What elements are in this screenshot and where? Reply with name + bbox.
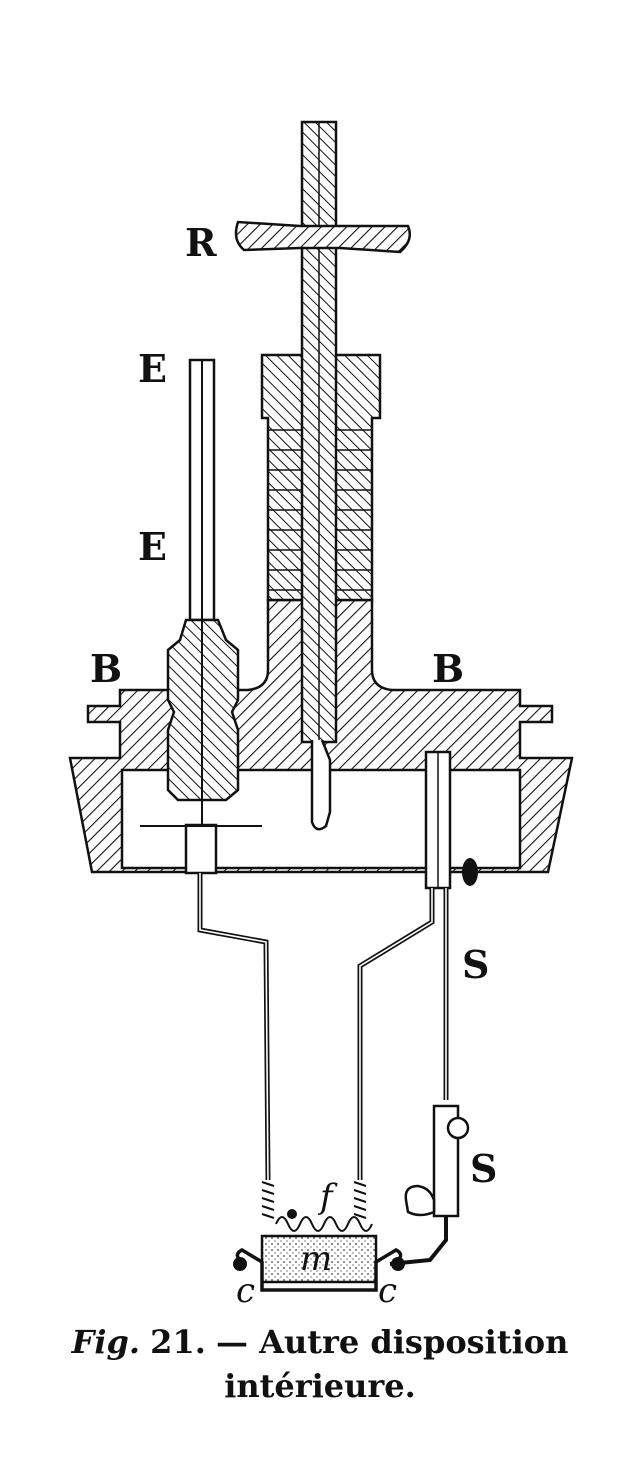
label-E-top: E	[138, 346, 167, 391]
label-c-left: c	[236, 1271, 255, 1310]
caption-text-line-1: — Autre disposition	[216, 1323, 569, 1361]
holder-c-right-end	[391, 1257, 405, 1271]
label-S-top: S	[462, 942, 489, 987]
caption-text-line-2: intérieure.	[224, 1367, 416, 1405]
holder-c-left-end	[233, 1257, 247, 1271]
label-B-left: B	[90, 646, 122, 691]
figure-caption-line-1: Fig. 21. — Autre disposition	[0, 1322, 640, 1362]
label-f: f	[317, 1177, 338, 1217]
wire-threads	[261, 1181, 367, 1219]
filament-junction	[287, 1209, 297, 1219]
apparatus-diagram: R E E B B S S f m c c	[68, 120, 574, 1310]
label-R: R	[185, 220, 217, 265]
clamp-screw-top	[446, 1116, 470, 1140]
middle-wire	[357, 888, 435, 1180]
electrode-sleeve	[184, 823, 218, 875]
label-c-right: c	[378, 1271, 397, 1310]
rod-hook	[310, 739, 332, 831]
block-m	[260, 1234, 378, 1284]
terminal-screw	[462, 858, 478, 886]
figure-caption-line-2: intérieure.	[0, 1366, 640, 1406]
lower-right-wire	[389, 1216, 448, 1266]
left-wire-inner	[199, 873, 269, 1181]
label-S-bottom: S	[470, 1146, 497, 1191]
left-wire	[197, 873, 271, 1181]
label-m: m	[300, 1239, 332, 1279]
clamp-knob	[404, 1184, 436, 1217]
label-E-mid: E	[138, 524, 167, 569]
filament-coil	[275, 1216, 373, 1232]
holder-c	[235, 1248, 403, 1292]
screw-handle	[234, 220, 411, 254]
figure-label: Fig.	[71, 1323, 140, 1361]
figure-number: 21.	[150, 1323, 206, 1361]
label-B-right: B	[432, 646, 464, 691]
middle-wire-inner	[359, 888, 433, 1180]
